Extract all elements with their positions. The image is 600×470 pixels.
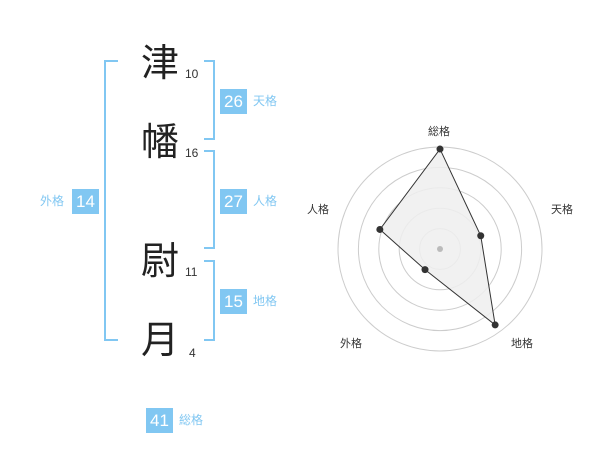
jinkaku-label: 人格 [253,194,278,208]
radar-point-2 [477,232,485,240]
radar-point-3 [491,321,499,329]
radar-area [379,148,496,327]
radar-center-dot [437,246,443,252]
radar-axis-label-chikaku: 地格 [511,337,533,350]
radar-point-5 [376,225,384,233]
stroke-count-2: 16 [185,146,199,160]
tenkaku-value: 26 [220,89,247,114]
tenkaku-label: 天格 [253,94,278,108]
stroke-count-1: 10 [185,67,199,81]
name-char-2: 幡 [141,120,180,164]
chikaku-value: 15 [220,289,247,314]
gaikaku-value: 14 [72,189,99,214]
jinkaku-bracket [204,150,215,249]
name-char-3: 尉 [141,239,180,283]
gaikaku-label: 外格 [40,194,65,208]
soukaku-value: 41 [146,408,173,433]
radar-axis-label-jinkaku: 人格 [307,203,329,216]
name-char-4: 月 [141,318,180,362]
stroke-count-4: 4 [189,346,196,360]
radar-axis-label-soukaku: 総格 [428,125,450,138]
jinkaku-value: 27 [220,189,247,214]
stroke-count-3: 11 [185,265,198,279]
name-char-1: 津 [141,41,180,85]
tenkaku-bracket [204,60,215,140]
chikaku-bracket [204,260,215,341]
radar-point-4 [421,266,429,274]
radar-axis-label-gaikaku: 外格 [340,337,362,350]
radar-axis-label-tenkaku: 天格 [551,203,573,216]
soukaku-label: 総格 [179,413,204,427]
gaikaku-bracket [104,60,118,341]
chikaku-label: 地格 [253,294,278,308]
radar-point-1 [436,145,444,153]
